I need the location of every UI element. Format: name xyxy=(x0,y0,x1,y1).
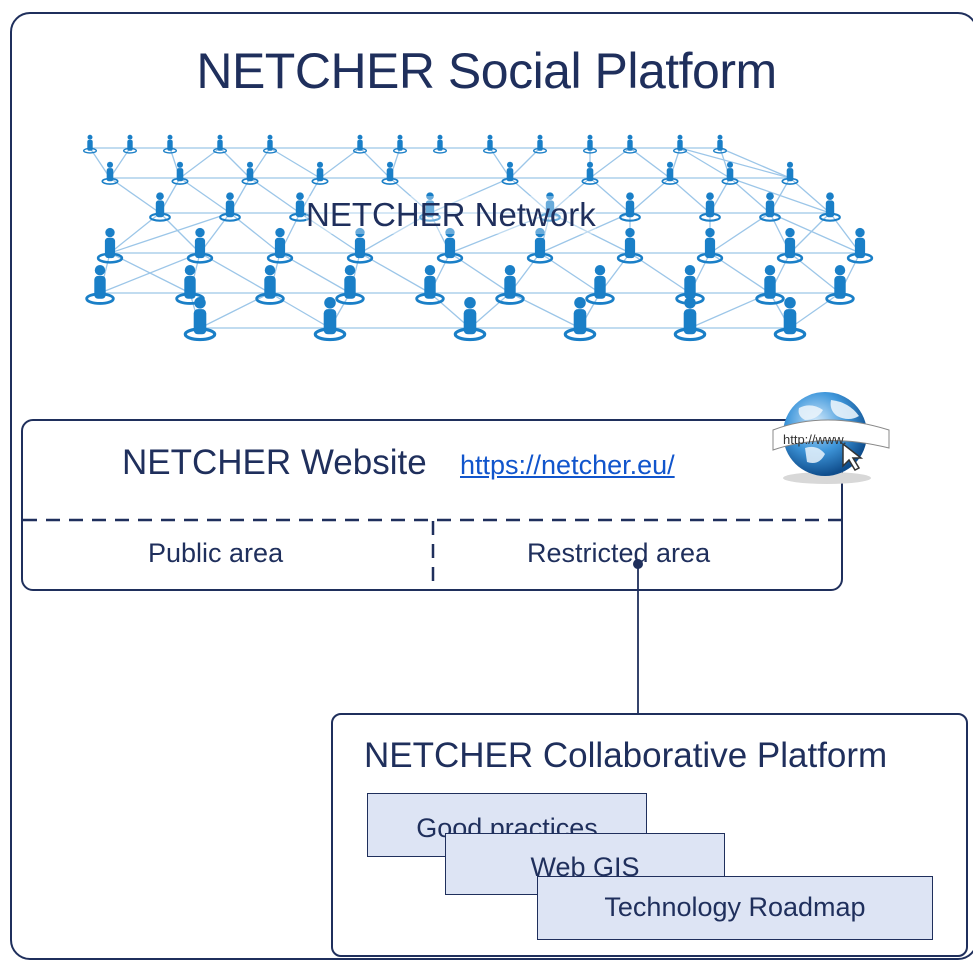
person-icon xyxy=(585,264,615,305)
person-icon xyxy=(83,134,97,154)
person-icon xyxy=(213,134,227,154)
person-icon xyxy=(619,192,641,222)
person-icon xyxy=(171,161,189,185)
person-icon xyxy=(149,192,171,222)
website-title: NETCHER Website xyxy=(122,443,427,482)
person-icon xyxy=(123,134,137,154)
globe-icon: http://www. xyxy=(772,392,890,484)
person-icon xyxy=(219,192,241,222)
person-icon xyxy=(241,161,259,185)
person-icon xyxy=(846,227,874,264)
person-icon xyxy=(773,297,807,342)
person-icon xyxy=(759,192,781,222)
public-area-label[interactable]: Public area xyxy=(148,538,284,568)
person-icon xyxy=(699,192,721,222)
person-icon xyxy=(673,297,707,342)
person-icon xyxy=(289,192,311,222)
person-icon xyxy=(526,227,554,264)
person-icon xyxy=(313,297,347,342)
person-icon xyxy=(696,227,724,264)
person-icon xyxy=(563,297,597,342)
person-icon xyxy=(483,134,497,154)
person-icon xyxy=(353,134,367,154)
person-icon xyxy=(263,134,277,154)
person-icon xyxy=(96,227,124,264)
person-icon xyxy=(673,134,687,154)
person-icon xyxy=(381,161,399,185)
person-icon xyxy=(581,161,599,185)
page-title: NETCHER Social Platform xyxy=(196,43,777,99)
person-icon xyxy=(183,297,217,342)
restricted-link-dot xyxy=(633,559,643,569)
person-icon xyxy=(616,227,644,264)
person-icon xyxy=(419,192,441,222)
person-icon xyxy=(713,134,727,154)
person-icon xyxy=(163,134,177,154)
person-icon xyxy=(755,264,785,305)
person-icon xyxy=(819,192,841,222)
website-url-link[interactable]: https://netcher.eu/ xyxy=(460,450,675,480)
restricted-area-label[interactable]: Restricted area xyxy=(527,538,711,568)
person-icon xyxy=(721,161,739,185)
person-icon xyxy=(825,264,855,305)
person-icon xyxy=(255,264,285,305)
person-icon xyxy=(453,297,487,342)
social-platform-frame xyxy=(10,12,973,960)
network-illustration xyxy=(83,134,874,342)
person-icon xyxy=(101,161,119,185)
person-icon xyxy=(415,264,445,305)
person-icon xyxy=(661,161,679,185)
person-icon xyxy=(501,161,519,185)
collaborative-platform-title: NETCHER Collaborative Platform xyxy=(364,736,888,775)
person-icon xyxy=(776,227,804,264)
person-icon xyxy=(539,192,561,222)
person-icon xyxy=(186,227,214,264)
network-label: NETCHER Network xyxy=(306,196,596,234)
person-icon xyxy=(85,264,115,305)
person-icon xyxy=(623,134,637,154)
network-nodes xyxy=(83,134,874,342)
person-icon xyxy=(436,227,464,264)
globe-url-text: http://www. xyxy=(783,432,847,447)
tool-technology-roadmap[interactable]: Technology Roadmap xyxy=(537,876,933,940)
person-icon xyxy=(433,134,447,154)
person-icon xyxy=(311,161,329,185)
person-icon xyxy=(393,134,407,154)
person-icon xyxy=(266,227,294,264)
person-icon xyxy=(335,264,365,305)
person-icon xyxy=(346,227,374,264)
person-icon xyxy=(675,264,705,305)
person-icon xyxy=(781,161,799,185)
person-icon xyxy=(583,134,597,154)
person-icon xyxy=(533,134,547,154)
person-icon xyxy=(495,264,525,305)
